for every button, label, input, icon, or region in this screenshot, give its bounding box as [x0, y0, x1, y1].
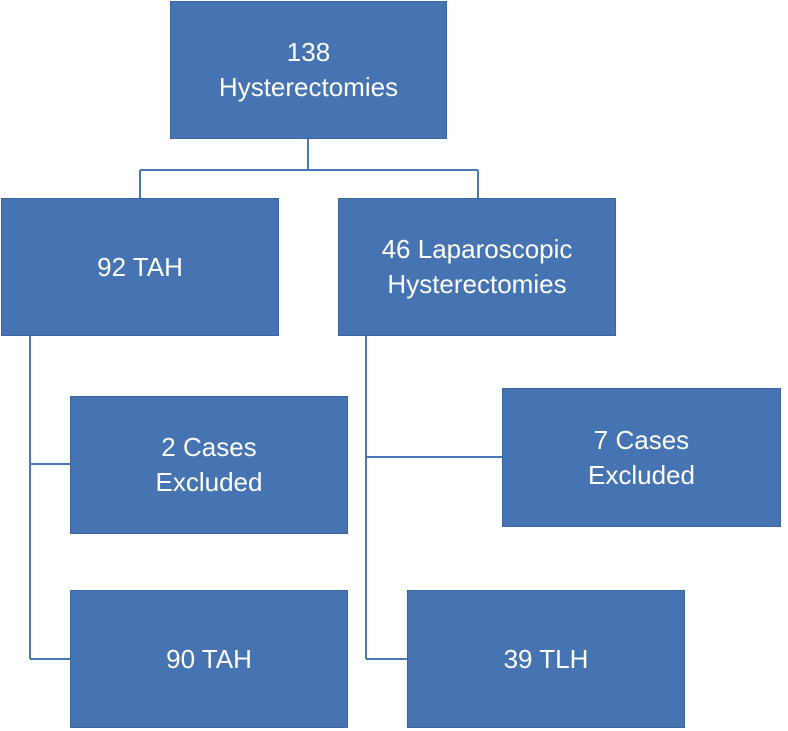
tah-label: 92 TAH — [97, 251, 183, 282]
lap-excluded-line1: 7 Cases — [593, 424, 690, 455]
tah-final-box: 90 TAH — [70, 590, 348, 728]
laparoscopic-box: 46 Laparoscopic Hysterectomies — [338, 198, 616, 336]
laparoscopic-line1: 46 Laparoscopic — [381, 234, 573, 264]
tlh-final-box: 39 TLH — [407, 590, 685, 728]
laparoscopic-text: 46 Laparoscopic Hysterectomies — [382, 232, 573, 302]
tah-excluded-box: 2 Cases Excluded — [70, 396, 348, 534]
tah-final-label: 90 TAH — [166, 643, 252, 674]
tah-box: 92 TAH — [1, 198, 279, 336]
root-box: 138 Hysterectomies — [170, 1, 447, 139]
laparoscopic-line2: Hysterectomies — [387, 269, 567, 299]
root-label: Hysterectomies — [218, 72, 399, 102]
tlh-final-label: 39 TLH — [503, 643, 589, 674]
lap-excluded-line2: Excluded — [588, 459, 695, 490]
lap-excluded-text: 7 Cases Excluded — [588, 423, 695, 493]
lap-excluded-box: 7 Cases Excluded — [502, 388, 781, 527]
tah-excluded-line1: 2 Cases — [161, 432, 257, 462]
tah-excluded-line2: Excluded — [155, 467, 263, 497]
tah-excluded-text: 2 Cases Excluded — [156, 430, 263, 500]
root-text: 138 Hysterectomies — [219, 35, 398, 105]
root-number: 138 — [286, 37, 331, 67]
